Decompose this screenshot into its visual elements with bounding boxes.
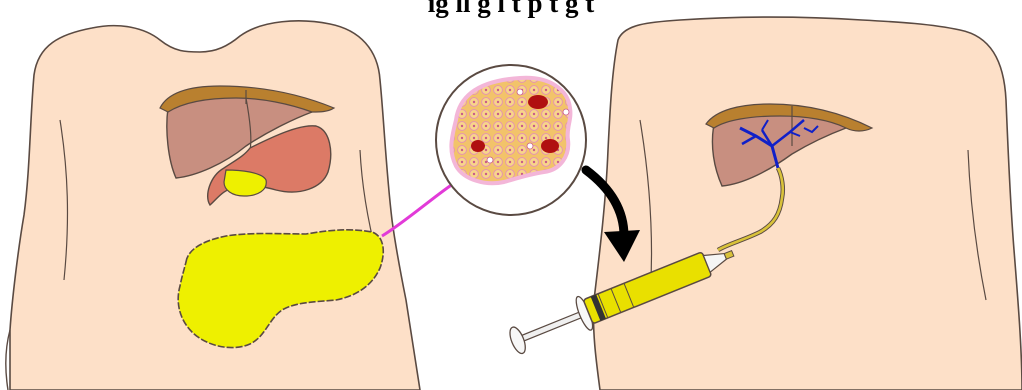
recipient-torso-icon [593, 17, 1022, 390]
islet-magnified-icon [436, 65, 586, 215]
